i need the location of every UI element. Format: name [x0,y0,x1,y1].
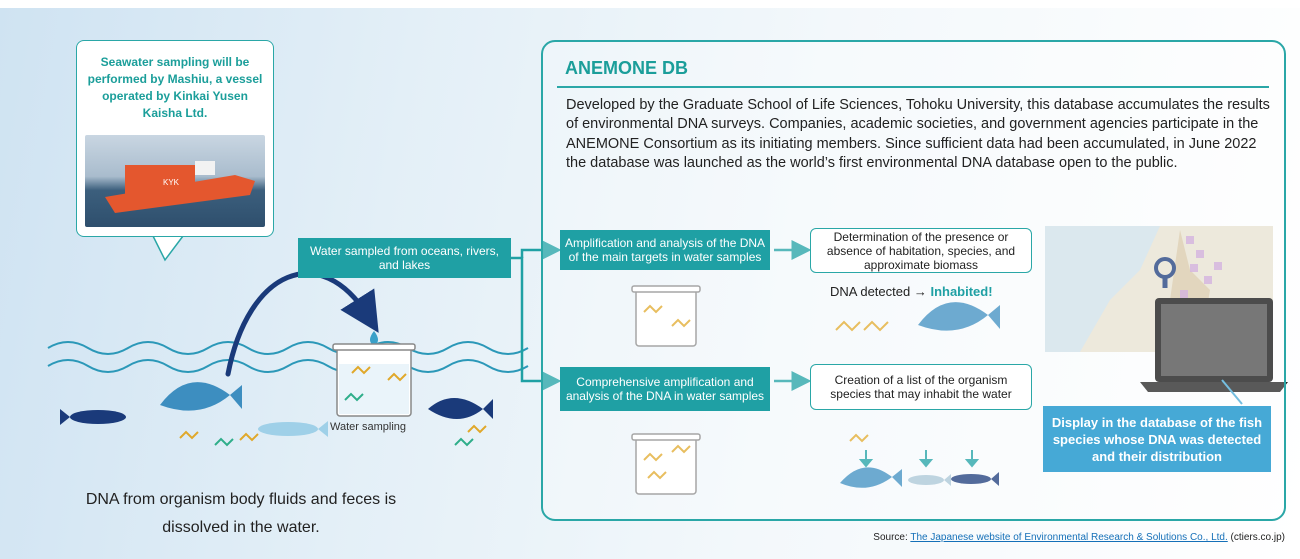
inhabited-label: Inhabited! [930,284,993,299]
dna-icon [351,365,371,375]
sampling-arc [225,271,379,377]
dna-icon [214,437,234,447]
creation-list-box: Creation of a list of the organism speci… [810,364,1032,410]
callout-tail [152,235,184,262]
water-drop-icon [370,331,378,346]
determination-box: Determination of the presence or absence… [810,228,1032,273]
dna-icon [454,437,474,447]
beaker-icon [332,343,416,417]
dna-detected-line: DNA detected → Inhabited! [830,284,993,299]
dna-icon [467,424,487,434]
fish-icon [428,398,493,419]
fish-icon [258,421,328,437]
dna-icon [344,392,364,402]
dna-icon [647,470,667,480]
pointer-line [1221,379,1243,405]
dna-icon [671,444,691,454]
fish-icon [918,302,1000,331]
source-prefix: Source: [873,532,911,543]
dna-icon [863,320,889,332]
source-link[interactable]: The Japanese website of Environmental Re… [910,532,1228,543]
dna-icon [179,430,199,440]
fish-icon [840,467,902,488]
comprehensive-amplification-label: Comprehensive amplification and analysis… [560,367,770,411]
ship-callout: Seawater sampling will be performed by M… [76,40,274,237]
dna-icon [835,320,861,332]
dna-icon [849,433,869,443]
dna-icon [671,318,691,328]
flow-line [520,240,562,260]
beaker-icon [631,433,701,495]
source-line: Source: The Japanese website of Environm… [873,532,1285,543]
detected-prefix: DNA detected → [830,284,931,299]
amplification-targets-label: Amplification and analysis of the DNA of… [560,230,770,270]
db-title: ANEMONE DB [565,58,689,78]
dna-icon [387,372,407,382]
magnifier-icon [1154,257,1176,288]
fish-icon [160,382,242,411]
fish-icon [908,474,951,486]
ship-photo: KYK [85,135,265,227]
ship-icon: KYK [105,161,255,213]
fish-icon [951,472,999,486]
callout-text: Seawater sampling will be performed by M… [87,55,263,120]
fish-icon [60,409,126,425]
beaker-icon [631,285,701,347]
wave-line [47,359,529,373]
db-description: Developed by the Graduate School of Life… [566,97,1270,172]
dna-icon [643,304,663,314]
dna-icon [643,452,663,462]
laptop-icon [1140,298,1288,392]
water-sampled-label: Water sampled from oceans, rivers, and l… [298,238,511,278]
sea-caption: DNA from organism body fluids and feces … [85,491,397,536]
display-db-box: Display in the database of the fish spec… [1043,406,1271,472]
water-sampling-label: Water sampling [330,421,407,433]
ship-mark: KYK [163,178,180,187]
source-suffix: (ctiers.co.jp) [1227,532,1285,543]
dna-icon [239,432,259,442]
flow-line [510,256,562,391]
wave-line [47,341,529,355]
title-rule [557,86,1269,88]
